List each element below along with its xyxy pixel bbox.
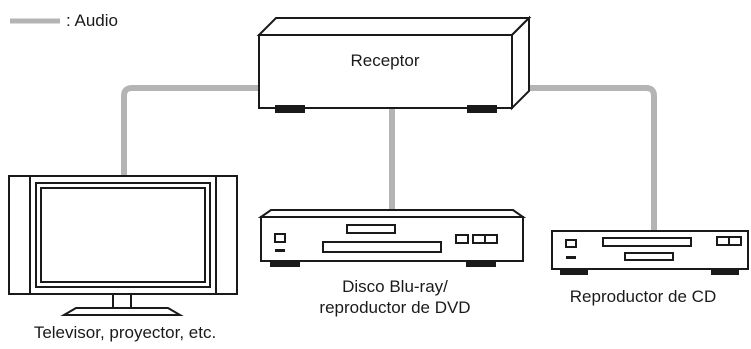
bluray-player-icon: [257, 209, 527, 267]
bluray-label-line2: reproductor de DVD: [319, 298, 471, 317]
legend-label: : Audio: [66, 11, 118, 30]
receiver-box: [256, 15, 532, 113]
audio-cables: [121, 85, 657, 230]
receiver-foot-left: [275, 105, 305, 113]
receiver-label: Receptor: [350, 51, 420, 70]
cd-label: Reproductor de CD: [569, 287, 717, 306]
bluray-label-line1: Disco Blu-ray/: [342, 277, 448, 296]
cable-cd: [512, 85, 657, 230]
cable-tv: [121, 85, 259, 176]
bluray-label: Disco Blu-ray/ reproductor de DVD: [260, 276, 530, 318]
tv-label: Televisor, proyector, etc.: [33, 323, 217, 342]
receiver-foot-right: [467, 105, 497, 113]
tv-icon: [8, 175, 238, 316]
cd-player-icon: [551, 230, 751, 275]
